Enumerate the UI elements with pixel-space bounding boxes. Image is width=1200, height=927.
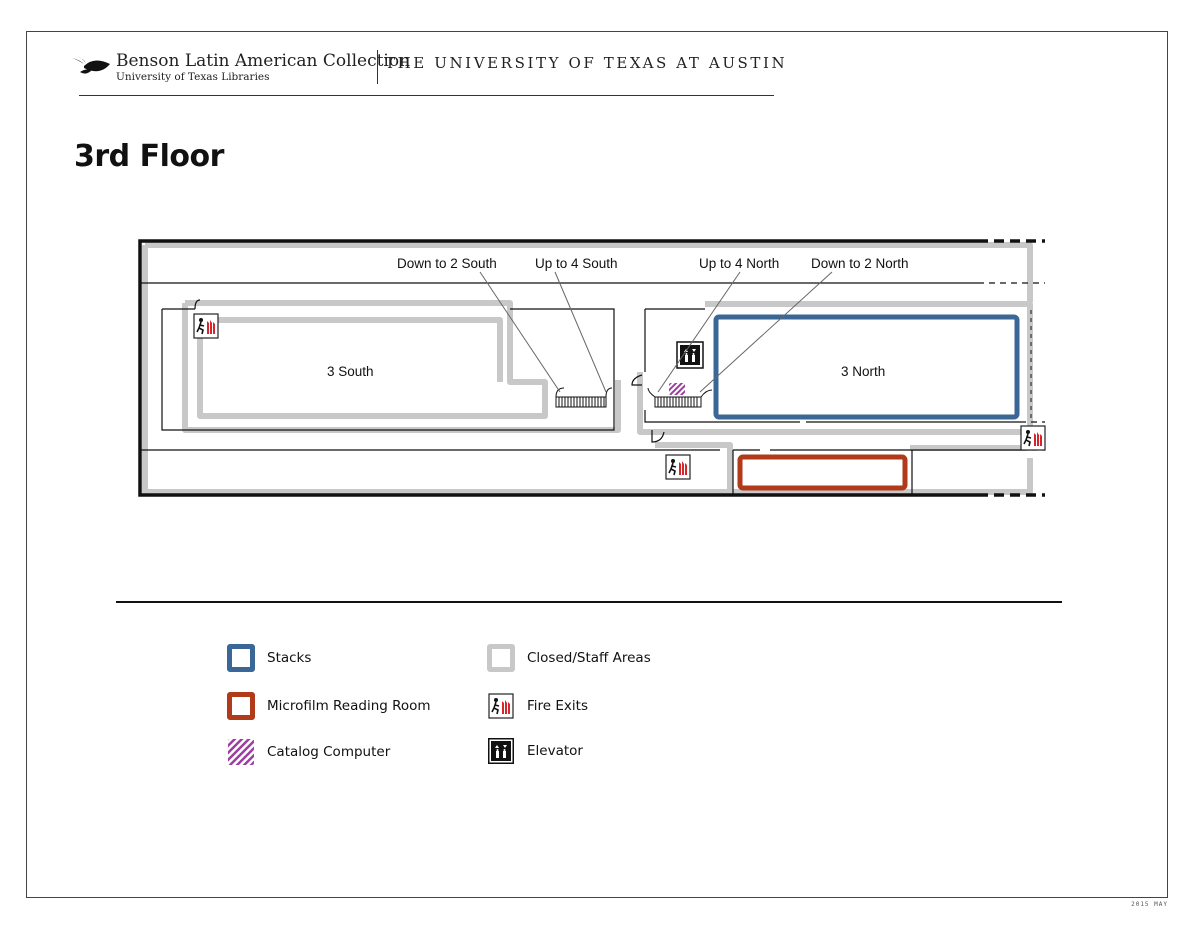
stairs-south xyxy=(555,387,613,408)
closed-swatch xyxy=(487,644,515,672)
microfilm-swatch xyxy=(227,692,255,720)
leader-lines xyxy=(479,271,833,393)
header-rule xyxy=(79,95,774,96)
stairs-north xyxy=(647,387,713,408)
legend-label: Elevator xyxy=(527,743,583,759)
benson-logo-icon xyxy=(72,56,110,74)
catalog-computer-icon xyxy=(669,383,685,395)
area-label-3-north: 3 North xyxy=(841,364,885,379)
label-down-to-2-south: Down to 2 South xyxy=(397,256,497,271)
page-frame xyxy=(26,31,1168,898)
stacks-3-north xyxy=(713,314,1020,420)
legend-label: Fire Exits xyxy=(527,698,588,714)
microfilm-reading-room xyxy=(737,454,908,491)
legend-label: Catalog Computer xyxy=(267,744,391,760)
label-up-to-4-south: Up to 4 South xyxy=(535,256,618,271)
brand-title: Benson Latin American Collection xyxy=(116,51,411,71)
legend-label: Closed/Staff Areas xyxy=(527,650,651,666)
floor-plan: Down to 2 South Up to 4 South Up to 4 No… xyxy=(138,239,1046,497)
legend-catalog: Catalog Computer xyxy=(227,738,390,766)
fire-exit-icon xyxy=(1020,425,1046,451)
fire-exit-icon xyxy=(665,454,691,480)
legend-label: Stacks xyxy=(267,650,312,666)
legend-elevator: Elevator xyxy=(488,738,583,764)
legend-rule xyxy=(116,601,1062,603)
legend-closed: Closed/Staff Areas xyxy=(487,644,651,672)
legend-microfilm: Microfilm Reading Room xyxy=(227,692,431,720)
legend-fire-exits: Fire Exits xyxy=(488,693,588,719)
brand-subtitle: University of Texas Libraries xyxy=(116,71,270,83)
legend-label: Microfilm Reading Room xyxy=(267,698,431,714)
area-label-3-south: 3 South xyxy=(327,364,374,379)
label-down-to-2-north: Down to 2 North xyxy=(811,256,909,271)
header-divider xyxy=(377,50,378,84)
legend-stacks: Stacks xyxy=(227,644,311,672)
credit-text: 2015 MAY xyxy=(1131,901,1168,908)
fire-exit-icon xyxy=(488,693,514,719)
page-title: 3rd Floor xyxy=(74,139,224,174)
catalog-computer-icon xyxy=(228,739,254,765)
elevator-icon xyxy=(488,738,514,764)
stacks-swatch xyxy=(227,644,255,672)
label-up-to-4-north: Up to 4 North xyxy=(699,256,779,271)
university-name: THE UNIVERSITY OF TEXAS AT AUSTIN xyxy=(385,54,788,72)
fire-exit-icon xyxy=(193,313,219,339)
building-walls xyxy=(138,239,1045,497)
